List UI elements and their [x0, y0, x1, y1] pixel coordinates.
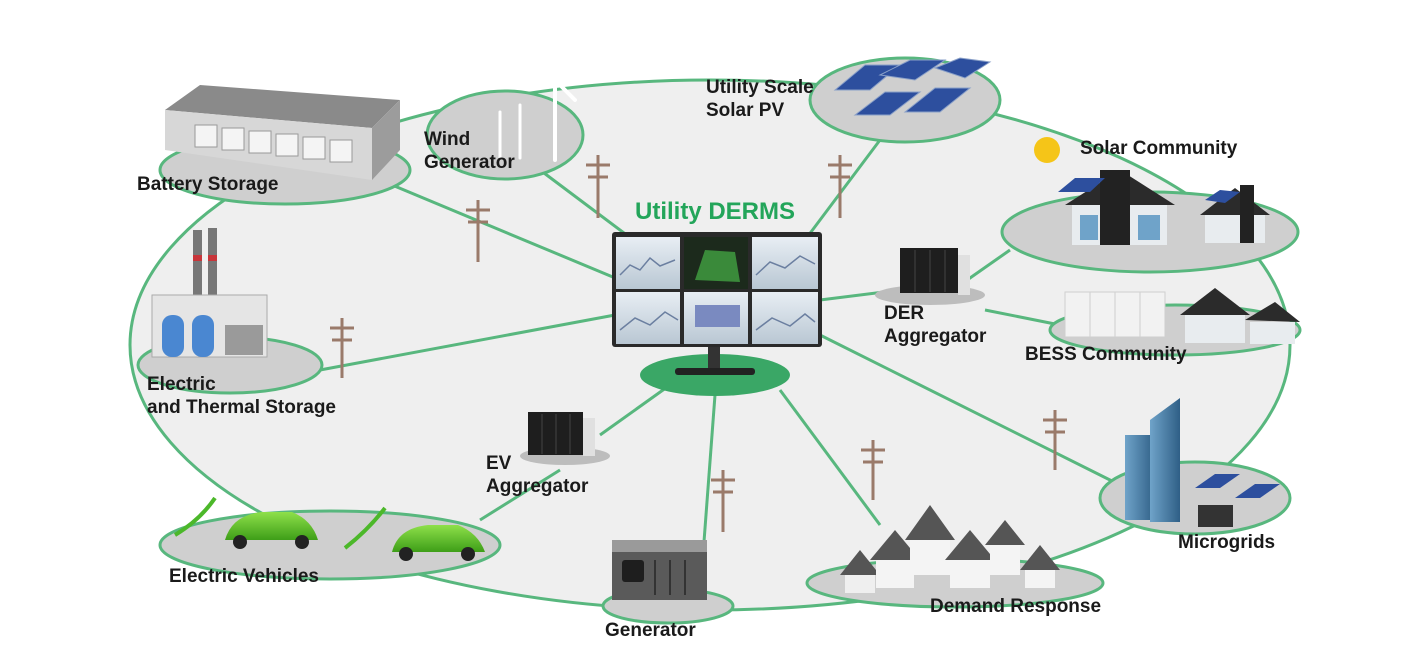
demand-response-houses-icon — [840, 505, 1060, 593]
wind-turbine-icon — [498, 48, 577, 162]
der-aggregator-label: DER Aggregator — [884, 302, 986, 348]
ev-aggregator-label: EV Aggregator — [486, 452, 588, 498]
demand-response-label: Demand Response — [930, 596, 1102, 617]
thermal-storage-plant-icon — [151, 228, 268, 358]
wind-generator-label-line1: Wind — [424, 129, 471, 150]
microgrid-building-icon — [1125, 398, 1280, 527]
generator-icon — [612, 540, 707, 600]
solar-community-icon — [1034, 137, 1270, 245]
ev-aggregator-server-icon — [520, 412, 610, 465]
der-aggregator-label-line1: DER — [884, 303, 925, 324]
sun-icon — [1034, 137, 1060, 163]
pole-icon — [466, 200, 490, 262]
bess-community-label: BESS Community — [1025, 344, 1187, 365]
pole-icon — [330, 318, 354, 378]
bess-community-icon — [1064, 288, 1300, 344]
ev-aggregator-label-line2: Aggregator — [486, 476, 589, 497]
der-aggregator-server-icon — [875, 248, 985, 305]
electric-vehicles-label: Electric Vehicles — [169, 566, 319, 587]
derms-monitor-icon — [612, 232, 822, 396]
utility-solar-label: Utility Scale Solar PV — [706, 76, 814, 122]
electric-thermal-label-line1: Electric — [147, 374, 216, 395]
pole-icon — [1043, 410, 1067, 470]
pole-icon — [828, 155, 852, 218]
utility-pole-icons — [330, 155, 1067, 532]
derms-title: Utility DERMS — [635, 198, 796, 225]
microgrids-label: Microgrids — [1178, 532, 1276, 553]
wind-platform — [425, 89, 585, 181]
battery-storage-icon — [165, 85, 400, 180]
solar-community-label: Solar Community — [1080, 138, 1238, 159]
pole-icon — [586, 155, 610, 218]
solar-panel-icon — [833, 57, 992, 116]
pole-icon — [861, 440, 885, 500]
wind-generator-label-line2: Generator — [424, 152, 515, 173]
generator-label: Generator — [605, 620, 696, 641]
der-aggregator-label-line2: Aggregator — [884, 326, 987, 347]
electric-thermal-label: Electric and Thermal Storage — [147, 373, 336, 419]
utility-solar-label-line2: Solar PV — [706, 100, 785, 121]
pole-icon — [711, 470, 735, 532]
wind-generator-label: Wind Generator — [424, 128, 515, 174]
battery-storage-label: Battery Storage — [137, 174, 279, 195]
electric-vehicle-icon — [173, 496, 485, 561]
ev-aggregator-label-line1: EV — [486, 453, 512, 474]
utility-solar-label-line1: Utility Scale — [706, 77, 814, 98]
electric-thermal-label-line2: and Thermal Storage — [147, 397, 336, 418]
